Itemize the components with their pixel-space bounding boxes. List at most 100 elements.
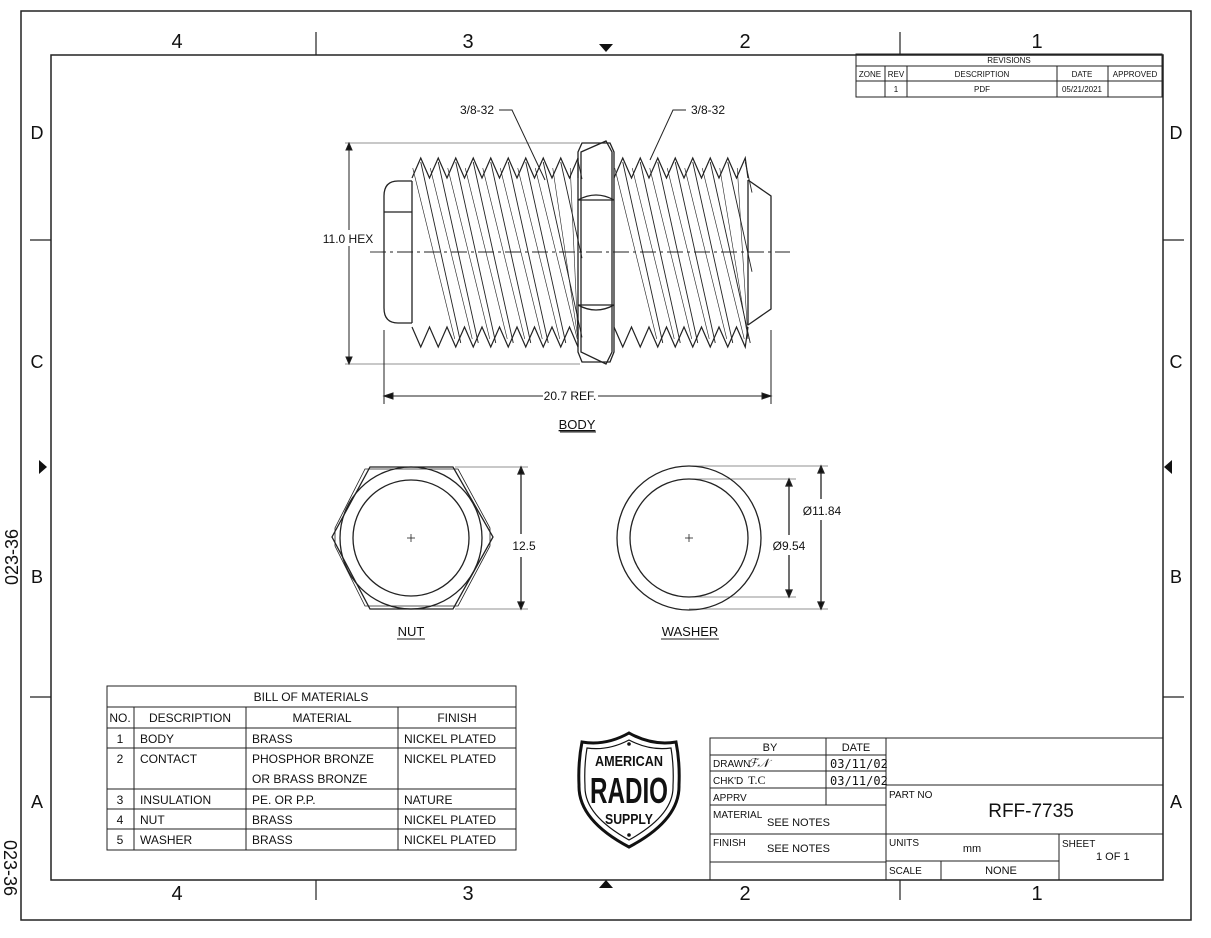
bom-row5-no: 5 — [117, 833, 124, 847]
revisions-title: REVISIONS — [987, 56, 1031, 65]
washer-view — [616, 464, 828, 611]
washer-caption: WASHER — [662, 624, 719, 639]
bom-row5-description: WASHER — [140, 833, 193, 847]
tb-scale-label: SCALE — [889, 866, 922, 877]
bom-row4-no: 4 — [117, 813, 124, 827]
nut-view — [331, 465, 528, 611]
bom-row2-material: PHOSPHOR BRONZE — [252, 752, 374, 766]
zone-col-top-3: 3 — [462, 31, 473, 53]
american-radio-supply-logo: AMERICAN RADIO SUPPLY — [577, 731, 681, 849]
rev-row-date: 05/21/2021 — [1062, 85, 1103, 94]
bill-of-materials — [106, 685, 517, 851]
body-caption: BODY — [559, 417, 596, 432]
nut-dim: 12.5 — [512, 539, 536, 553]
bom-row2-finish: NICKEL PLATED — [404, 752, 496, 766]
margin-code-upper: 023-36 — [2, 529, 22, 585]
rev-header-description: DESCRIPTION — [955, 70, 1010, 79]
zone-col-bottom-2: 2 — [739, 883, 750, 905]
rev-header-zone: ZONE — [859, 70, 881, 79]
washer-outer-dim: Ø11.84 — [803, 504, 842, 518]
bom-row1-description: BODY — [140, 732, 174, 746]
logo-line3: SUPPLY — [605, 811, 653, 828]
rev-row-rev: 1 — [894, 85, 899, 94]
zone-row-right-b: B — [1170, 567, 1182, 587]
bom-row1-material: BRASS — [252, 732, 293, 746]
tb-units-label: UNITS — [889, 838, 919, 849]
zone-row-left-a: A — [31, 792, 43, 812]
tb-finish-value: SEE NOTES — [767, 843, 830, 855]
tb-chkd-date: 03/11/02 — [830, 774, 888, 788]
body-view — [370, 140, 790, 365]
bom-row2-description: CONTACT — [140, 752, 198, 766]
logo-line2: RADIO — [590, 770, 668, 811]
zone-row-right-d: D — [1170, 123, 1183, 143]
zone-col-bottom-1: 1 — [1031, 883, 1042, 905]
bom-row5-finish: NICKEL PLATED — [404, 833, 496, 847]
hex-label-bg — [338, 230, 380, 246]
zone-ticks — [30, 32, 1184, 900]
logo-line1: AMERICAN — [595, 753, 663, 770]
bom-row4-material: BRASS — [252, 813, 293, 827]
tb-date-header: DATE — [842, 742, 871, 754]
zone-col-top-2: 2 — [739, 31, 750, 53]
tb-apprv-label: APPRV — [713, 793, 747, 804]
centering-arrows — [39, 44, 1172, 888]
bom-header-no: NO. — [109, 711, 130, 725]
bom-row3-no: 3 — [117, 793, 124, 807]
bom-text: BILL OF MATERIALS NO. DESCRIPTION MATERI… — [109, 690, 496, 847]
bom-row2-no: 2 — [117, 752, 124, 766]
bom-row1-finish: NICKEL PLATED — [404, 732, 496, 746]
thread-pattern-left — [411, 156, 583, 349]
zone-col-bottom-3: 3 — [462, 883, 473, 905]
zone-row-left-b: B — [31, 567, 43, 587]
body-thread-right: 3/8-32 — [691, 103, 725, 117]
zone-col-bottom-4: 4 — [171, 883, 182, 905]
revisions-table: REVISIONS ZONE REV DESCRIPTION DATE APPR… — [855, 53, 1163, 98]
zone-col-top-1: 1 — [1031, 31, 1042, 53]
tb-scale-value: NONE — [985, 865, 1017, 877]
thread-pattern-right — [613, 155, 753, 350]
bom-row3-material: PE. OR P.P. — [252, 793, 316, 807]
zone-col-top-4: 4 — [171, 31, 182, 53]
bom-header-description: DESCRIPTION — [149, 711, 231, 725]
bom-row2-material2: OR BRASS BRONZE — [252, 772, 367, 786]
inner-frame — [50, 54, 1164, 881]
rev-header-rev: REV — [888, 70, 905, 79]
zone-row-right-c: C — [1170, 352, 1183, 372]
margin-code-lower: 023-36 — [0, 840, 20, 896]
tb-material-value: SEE NOTES — [767, 817, 830, 829]
bom-row4-finish: NICKEL PLATED — [404, 813, 496, 827]
tb-chkd-label: CHK'D — [713, 776, 743, 787]
tb-sheet-value: 1 OF 1 — [1096, 851, 1130, 863]
bom-row4-description: NUT — [140, 813, 165, 827]
body-thread-left: 3/8-32 — [460, 103, 494, 117]
rev-row-description: PDF — [974, 85, 990, 94]
tb-chkd-by: T.C — [748, 773, 765, 787]
tb-part-no: RFF-7735 — [988, 801, 1074, 822]
zone-row-left-d: D — [31, 123, 44, 143]
bom-header-material: MATERIAL — [292, 711, 351, 725]
outer-frame — [20, 10, 1192, 921]
tb-part-no-label: PART NO — [889, 790, 933, 801]
title-block-text: BY DATE DRAWN ℱ𝒩 03/11/02 CHK'D T.C 03/1… — [713, 742, 1130, 877]
body-dimensions — [345, 109, 773, 404]
bom-header-finish: FINISH — [437, 711, 476, 725]
body-length-dim: 20.7 REF. — [544, 389, 597, 403]
rev-header-approved: APPROVED — [1113, 70, 1158, 79]
title-block — [709, 737, 1164, 881]
nut-caption: NUT — [398, 624, 425, 639]
tb-material-label: MATERIAL — [713, 810, 763, 821]
bom-row5-material: BRASS — [252, 833, 293, 847]
body-hex-dim: 11.0 HEX — [323, 232, 373, 246]
tb-drawn-label: DRAWN — [713, 759, 750, 770]
bom-row3-finish: NATURE — [404, 793, 452, 807]
tb-units-value: mm — [963, 843, 981, 855]
rev-header-date: DATE — [1072, 70, 1093, 79]
zone-row-right-a: A — [1170, 792, 1182, 812]
bom-row1-no: 1 — [117, 732, 124, 746]
tb-sheet-label: SHEET — [1062, 839, 1095, 850]
bom-title: BILL OF MATERIALS — [254, 690, 369, 704]
tb-by-header: BY — [763, 742, 778, 754]
bom-row3-description: INSULATION — [140, 793, 211, 807]
